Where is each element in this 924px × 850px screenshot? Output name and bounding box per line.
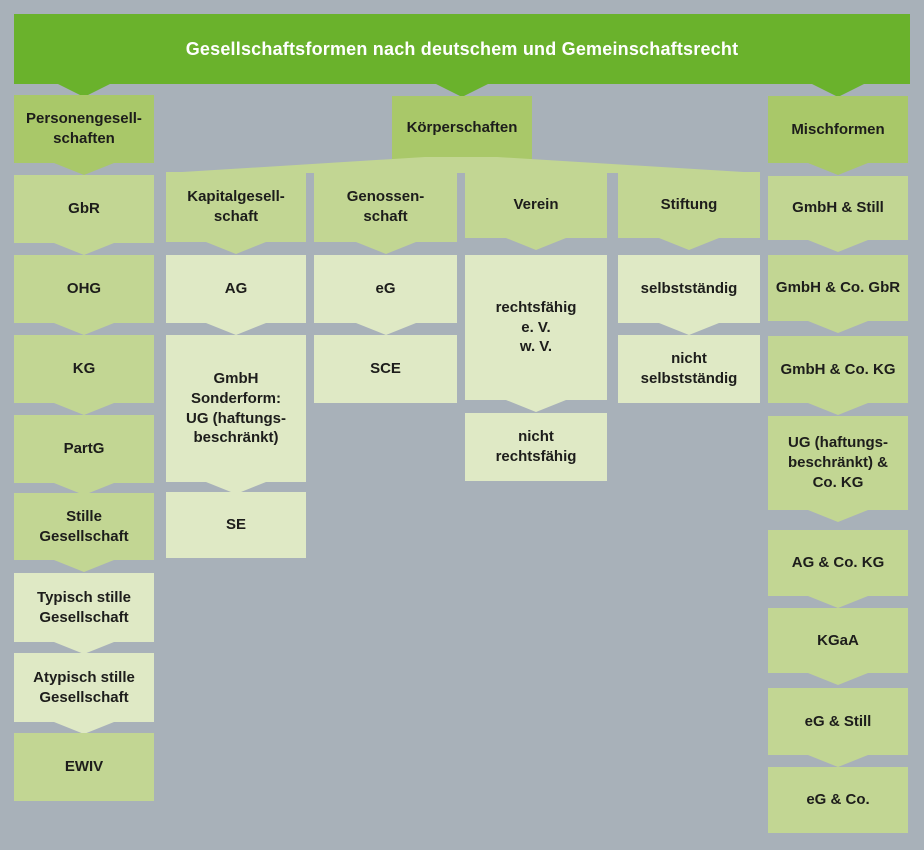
node-label: GmbH & Co. KG — [780, 360, 896, 378]
node-gmbh-co-kg: GmbH & Co. KG — [768, 336, 908, 415]
node-label: eG & Still — [804, 712, 872, 730]
node-label: GmbH & Still — [792, 199, 884, 217]
node-rechtsfaehig-verein: rechtsfähig e. V. w. V. — [465, 255, 607, 412]
branch-personengesellschaften: Personengesell- schaften — [14, 95, 154, 175]
node-label: nicht selbstständig — [640, 350, 738, 387]
node-label: KGaA — [817, 631, 859, 649]
branch-koerperschaften: Körperschaften — [392, 96, 532, 160]
node-ug-co-kg: UG (haftungs- beschränkt) & Co. KG — [768, 416, 908, 522]
arrow-down-connector — [808, 403, 868, 415]
arrow-down-connector — [808, 596, 868, 608]
node-label: Stille Gesellschaft — [39, 507, 129, 545]
arrow-down-connector — [506, 238, 566, 250]
node-label: selbstständig — [640, 280, 738, 298]
node-label: PartG — [63, 440, 105, 458]
arrow-down-connector — [808, 163, 868, 175]
node-gbr: GbR — [14, 175, 154, 255]
node-label: KG — [72, 360, 96, 378]
node-label: GbR — [68, 200, 100, 218]
node-eg-co: eG & Co. — [768, 767, 908, 833]
node-label: SCE — [370, 360, 401, 378]
node-gmbh-still: GmbH & Still — [768, 176, 908, 252]
arrow-down-connector — [808, 240, 868, 252]
node-verein: Verein — [465, 172, 607, 250]
node-label: nicht rechtsfähig — [495, 428, 577, 465]
node-label: AG — [224, 280, 248, 298]
node-label: AG & Co. KG — [791, 554, 885, 572]
arrow-down-connector — [54, 560, 114, 572]
node-nicht-selbststaendige-stiftung: nicht selbstständig — [618, 335, 760, 403]
node-se: SE — [166, 492, 306, 558]
node-ag: AG — [166, 255, 306, 335]
arrow-down-connector — [54, 163, 114, 175]
node-kgaa: KGaA — [768, 608, 908, 685]
arrow-down-connector — [808, 321, 868, 333]
arrow-down-connector — [506, 400, 566, 412]
arrow-down-connector — [808, 510, 868, 522]
node-ewiv: EWIV — [14, 733, 154, 801]
arrow-down-connector — [808, 755, 868, 767]
arrow-down-connector — [206, 482, 266, 494]
node-label: eG — [375, 280, 396, 298]
branch-label: Mischformen — [791, 120, 885, 138]
node-gmbh-co-gbr: GmbH & Co. GbR — [768, 255, 908, 333]
node-ohg: OHG — [14, 255, 154, 335]
node-label: eG & Co. — [806, 791, 870, 809]
arrow-down-connector — [355, 323, 416, 335]
node-typisch-stille-gesellschaft: Typisch stille Gesellschaft — [14, 573, 154, 654]
node-label: Verein — [513, 196, 559, 214]
node-label: Genossen- schaft — [346, 188, 425, 225]
arrow-down-connector — [659, 238, 719, 250]
node-kg: KG — [14, 335, 154, 415]
node-partg: PartG — [14, 415, 154, 495]
arrow-down-connector — [54, 403, 114, 415]
node-label: Stiftung — [660, 196, 718, 214]
node-label: UG (haftungs- beschränkt) & Co. KG — [787, 434, 889, 491]
node-atypisch-stille-gesellschaft: Atypisch stille Gesellschaft — [14, 653, 154, 734]
arrow-down-connector — [56, 83, 112, 97]
node-label: GmbH Sonderform: UG (haftungs- beschränk… — [186, 369, 286, 447]
arrow-down-connector — [54, 642, 114, 654]
diagram-title-bar: Gesellschaftsformen nach deutschem und G… — [14, 14, 910, 84]
arrow-down-connector — [54, 243, 114, 255]
koerperschaften-spread-connector — [166, 157, 760, 173]
arrow-down-connector — [434, 83, 490, 97]
node-stille-gesellschaft: Stille Gesellschaft — [14, 493, 154, 572]
node-label: EWIV — [64, 758, 104, 776]
node-label: Kapitalgesell- schaft — [187, 188, 285, 225]
node-nicht-rechtsfaehig-verein: nicht rechtsfähig — [465, 413, 607, 481]
node-label: OHG — [66, 280, 102, 298]
node-kapitalgesellschaft: Kapitalgesell- schaft — [166, 172, 306, 254]
branch-mischformen: Mischformen — [768, 96, 908, 175]
branch-label: Personengesell- schaften — [26, 110, 142, 147]
node-ag-co-kg: AG & Co. KG — [768, 530, 908, 608]
node-label: Typisch stille Gesellschaft — [37, 588, 131, 626]
branch-label: Körperschaften — [406, 119, 518, 137]
node-label: GmbH & Co. GbR — [775, 279, 901, 297]
arrow-down-connector — [808, 673, 868, 685]
arrow-down-connector — [206, 242, 266, 254]
node-label: Atypisch stille Gesellschaft — [33, 668, 135, 706]
diagram-title: Gesellschaftsformen nach deutschem und G… — [185, 38, 739, 59]
node-genossenschaft: Genossen- schaft — [314, 172, 457, 254]
node-label: SE — [225, 516, 246, 534]
arrow-down-connector — [54, 323, 114, 335]
arrow-down-connector — [54, 722, 114, 734]
arrow-down-connector — [355, 242, 416, 254]
node-eg: eG — [314, 255, 457, 335]
arrow-down-connector — [206, 323, 266, 335]
node-selbststaendige-stiftung: selbstständig — [618, 255, 760, 335]
node-gmbh-ug: GmbH Sonderform: UG (haftungs- beschränk… — [166, 335, 306, 494]
node-eg-still: eG & Still — [768, 688, 908, 767]
node-sce: SCE — [314, 335, 457, 403]
node-label: rechtsfähig e. V. w. V. — [495, 298, 577, 356]
arrow-down-connector — [659, 323, 719, 335]
node-stiftung: Stiftung — [618, 172, 760, 250]
arrow-down-connector — [54, 483, 114, 495]
arrow-down-connector — [810, 83, 866, 97]
